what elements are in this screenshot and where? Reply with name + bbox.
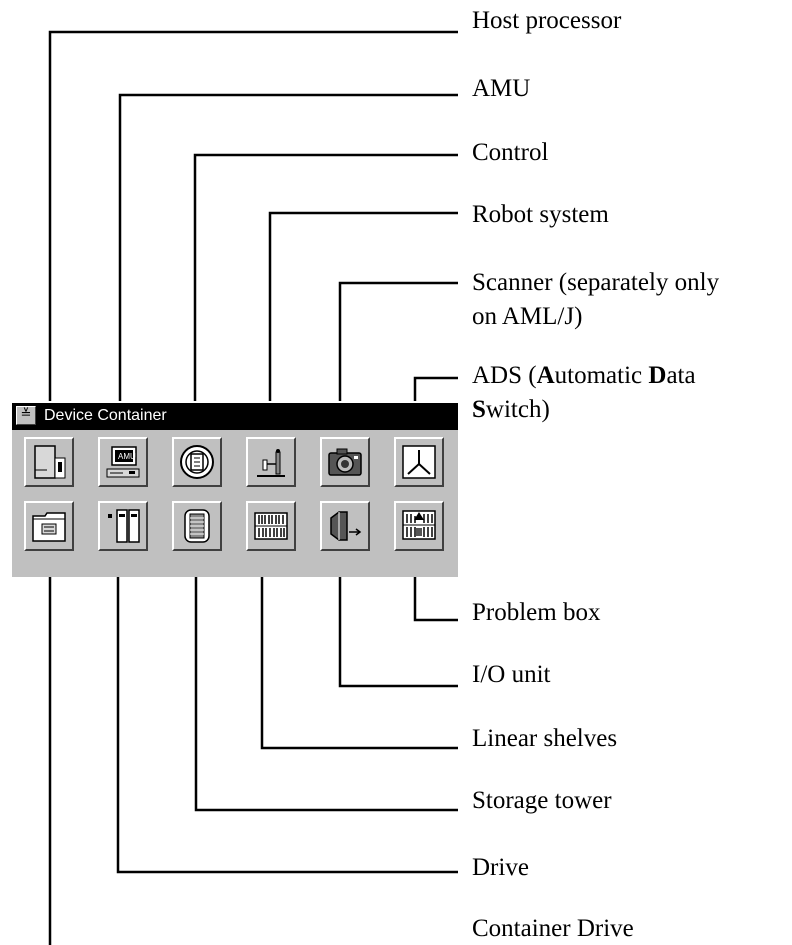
leader-io-unit bbox=[338, 568, 458, 688]
storage-tower-button[interactable] bbox=[172, 501, 222, 551]
drive-icon bbox=[108, 509, 140, 543]
label-container-drive: Container Drive bbox=[472, 915, 634, 942]
label-host-processor: Host processor bbox=[472, 7, 622, 34]
control-icon bbox=[180, 445, 214, 479]
control-button[interactable] bbox=[172, 437, 222, 487]
linear-shelves-button[interactable] bbox=[246, 501, 296, 551]
ads-button[interactable] bbox=[394, 437, 444, 487]
leader-drive bbox=[116, 568, 458, 874]
leader-linear-shelves bbox=[260, 568, 458, 750]
leader-problem-box bbox=[413, 568, 458, 622]
amu-icon: AMU bbox=[106, 446, 140, 478]
leader-ads bbox=[413, 376, 458, 410]
scanner-icon bbox=[328, 448, 362, 476]
scanner-button[interactable] bbox=[320, 437, 370, 487]
robot-system-icon bbox=[257, 449, 285, 477]
label-problem-box: Problem box bbox=[472, 599, 601, 626]
system-menu-button[interactable]: ≚ bbox=[16, 406, 36, 425]
amu-button[interactable]: AMU bbox=[98, 437, 148, 487]
container-drive-icon bbox=[32, 512, 66, 542]
ads-icon bbox=[402, 445, 436, 479]
title-bar: ≚ Device Container bbox=[12, 403, 458, 430]
io-unit-icon bbox=[330, 511, 362, 541]
storage-tower-icon bbox=[184, 509, 210, 543]
problem-box-icon bbox=[402, 510, 436, 540]
host-processor-icon bbox=[34, 445, 66, 479]
label-ads-line2: Switch) bbox=[472, 396, 550, 423]
leader-host-processor bbox=[48, 30, 458, 412]
label-io-unit: I/O unit bbox=[472, 661, 551, 688]
leader-storage-tower bbox=[194, 568, 458, 812]
io-unit-button[interactable] bbox=[320, 501, 370, 551]
leader-amu bbox=[118, 93, 458, 412]
label-robot-system: Robot system bbox=[472, 201, 609, 228]
problem-box-button[interactable] bbox=[394, 501, 444, 551]
device-container-window: ≚ Device Container AMU bbox=[10, 401, 458, 577]
label-scanner-line1: Scanner (separately only bbox=[472, 269, 720, 296]
host-processor-button[interactable] bbox=[24, 437, 74, 487]
label-amu: AMU bbox=[472, 75, 531, 102]
linear-shelves-icon bbox=[254, 512, 288, 540]
svg-text:AMU: AMU bbox=[118, 452, 136, 461]
container-drive-button[interactable] bbox=[24, 501, 74, 551]
label-storage-tower: Storage tower bbox=[472, 787, 612, 814]
label-scanner-line2: on AML/J) bbox=[472, 303, 583, 330]
leader-scanner bbox=[338, 281, 458, 412]
leader-robot-system bbox=[268, 211, 458, 412]
robot-system-button[interactable] bbox=[246, 437, 296, 487]
leader-control bbox=[193, 153, 458, 412]
window-title: Device Container bbox=[44, 407, 167, 424]
label-control: Control bbox=[472, 139, 549, 166]
drive-button[interactable] bbox=[98, 501, 148, 551]
label-linear-shelves: Linear shelves bbox=[472, 725, 618, 752]
label-drive: Drive bbox=[472, 854, 529, 881]
label-ads-line1: ADS (Automatic Data bbox=[472, 362, 696, 389]
